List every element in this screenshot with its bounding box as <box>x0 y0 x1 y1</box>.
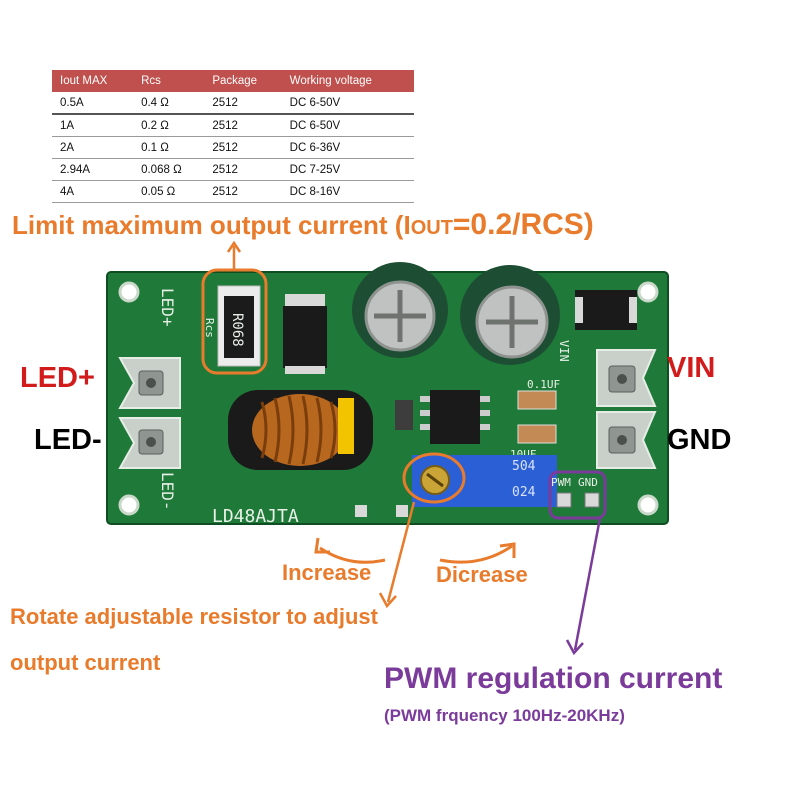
limit-caption-prefix: Limit maximum output current (I <box>12 210 411 240</box>
silk-resistor-code: R068 <box>229 313 245 347</box>
silk-pwm: PWM <box>551 476 571 489</box>
pwm-arrow-icon <box>565 639 584 656</box>
rotate-caption-line1: Rotate adjustable resistor to adjust <box>10 604 378 629</box>
pwm-subcaption: (PWM frquency 100Hz-20KHz) <box>384 706 625 725</box>
smd-resistor <box>395 400 413 430</box>
test-pad <box>355 505 367 517</box>
label-led-minus: LED- <box>34 424 102 456</box>
inductor <box>228 390 373 470</box>
label-gnd: GND <box>667 424 732 456</box>
label-led-plus: LED+ <box>20 362 95 394</box>
limit-current-caption: Limit maximum output current (IOUT=0.2/R… <box>12 208 594 242</box>
silk-led-minus: LED- <box>158 472 177 511</box>
silk-model: LD48AJTA <box>212 506 299 527</box>
driver-ic <box>420 390 490 444</box>
cell-rcs: 0.068 Ω <box>133 158 205 181</box>
silk-rcs: Rcs <box>203 318 216 338</box>
silk-vin: VIN <box>557 340 571 362</box>
cell-iout: 0.5A <box>52 92 134 115</box>
cell-package: 2512 <box>204 158 282 181</box>
smd-capacitor <box>517 424 557 444</box>
capacitor-2 <box>460 265 560 365</box>
cell-iout: 4A <box>52 180 134 203</box>
terminal-led-minus <box>118 417 181 469</box>
pot-highlight <box>402 452 466 504</box>
silk-led-plus: LED+ <box>158 288 177 327</box>
mounting-hole <box>118 494 140 516</box>
table-row: 1A 0.2 Ω 2512 DC 6-50V <box>52 114 414 137</box>
header-working-voltage: Working voltage <box>281 70 414 92</box>
diode <box>283 294 327 374</box>
cell-iout: 1A <box>52 114 134 137</box>
arrow-down-icon <box>378 592 397 609</box>
label-decrease: Dicrease <box>436 562 528 587</box>
cell-package: 2512 <box>204 92 282 115</box>
terminal-led-plus <box>118 357 181 409</box>
cell-rcs: 0.2 Ω <box>133 114 205 137</box>
silk-pot-code-2: 024 <box>512 485 536 500</box>
spec-table-header-row: Iout MAX Rcs Package Working voltage <box>52 70 414 92</box>
header-package: Package <box>204 70 282 92</box>
table-row: 2A 0.1 Ω 2512 DC 6-36V <box>52 136 414 159</box>
spec-table: Iout MAX Rcs Package Working voltage 0.5… <box>52 70 414 203</box>
header-iout-max: Iout MAX <box>52 70 134 92</box>
table-row: 4A 0.05 Ω 2512 DC 8-16V <box>52 180 414 203</box>
label-vin: VIN <box>667 352 716 384</box>
cell-iout: 2.94A <box>52 158 134 181</box>
smd-capacitor <box>517 390 557 410</box>
limit-caption-suffix: =0.2/RCS) <box>452 208 594 241</box>
cell-voltage: DC 6-50V <box>281 92 414 115</box>
cell-voltage: DC 6-36V <box>281 136 414 159</box>
silk-cap-01uf: 0.1UF <box>527 378 560 391</box>
arrow-up-icon <box>226 240 242 253</box>
header-rcs: Rcs <box>133 70 205 92</box>
decrease-arrow-icon <box>439 544 513 564</box>
terminal-vin <box>596 349 657 407</box>
cell-rcs: 0.05 Ω <box>133 180 205 203</box>
terminal-gnd <box>596 411 657 469</box>
capacitor-1 <box>352 262 448 358</box>
label-increase: Increase <box>282 560 372 585</box>
rotate-caption-line2: output current <box>10 650 161 675</box>
diode-input <box>575 290 637 330</box>
cell-voltage: DC 6-50V <box>281 114 414 137</box>
cell-package: 2512 <box>204 180 282 203</box>
silk-gnd: GND <box>578 476 598 489</box>
potentiometer: 504 024 <box>412 455 557 507</box>
cell-voltage: DC 8-16V <box>281 180 414 203</box>
cell-rcs: 0.1 Ω <box>133 136 205 159</box>
cell-rcs: 0.4 Ω <box>133 92 205 115</box>
limit-caption-subscript: OUT <box>410 217 453 239</box>
pwm-caption: PWM regulation current <box>384 662 723 695</box>
cell-package: 2512 <box>204 114 282 137</box>
pwm-header: PWM GND <box>548 470 607 520</box>
test-pad <box>396 505 408 517</box>
cell-voltage: DC 7-25V <box>281 158 414 181</box>
mounting-hole <box>637 494 659 516</box>
table-row: 0.5A 0.4 Ω 2512 DC 6-50V <box>52 92 414 115</box>
mounting-hole <box>118 281 140 303</box>
current-sense-resistor: R068 Rcs <box>203 285 261 367</box>
cell-iout: 2A <box>52 136 134 159</box>
silk-pot-code: 504 <box>512 459 536 474</box>
cell-package: 2512 <box>204 136 282 159</box>
mounting-hole <box>637 281 659 303</box>
table-row: 2.94A 0.068 Ω 2512 DC 7-25V <box>52 158 414 181</box>
